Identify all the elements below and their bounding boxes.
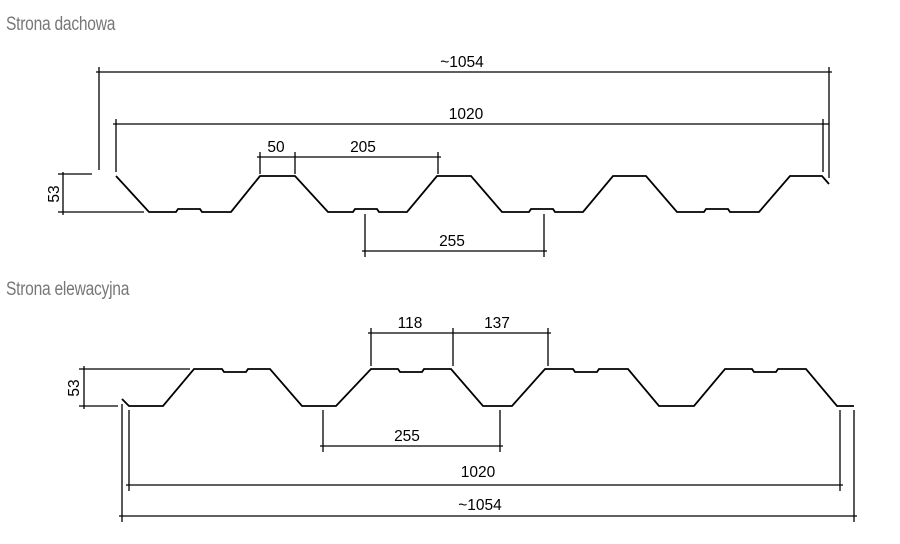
roof-crest-gap-label: 205 — [350, 139, 376, 156]
facade-rib-a-label: 118 — [398, 315, 423, 332]
roof-height-label: 53 — [46, 185, 63, 202]
facade-profile-section: 118 137 255 1020 ~1054 53 — [66, 315, 857, 522]
roof-sheet-profile — [115, 175, 830, 213]
facade-pitch-label: 255 — [394, 428, 420, 445]
roof-pitch-label: 255 — [439, 233, 465, 250]
roof-profile-section: ~1054 1020 50 205 255 53 — [46, 54, 832, 257]
facade-overall-dimension-label: ~1054 — [458, 497, 502, 514]
roof-crest-top-label: 50 — [267, 139, 285, 156]
facade-sheet-profile — [121, 368, 854, 407]
facade-side-title: Strona elewacyjna — [6, 279, 130, 300]
facade-height-label: 53 — [66, 379, 83, 396]
roof-side-title: Strona dachowa — [6, 14, 116, 35]
roof-overall-dimension-label: ~1054 — [440, 54, 484, 71]
facade-rib-b-label: 137 — [484, 315, 510, 332]
roof-cover-dimension-label: 1020 — [449, 106, 484, 123]
facade-cover-dimension-label: 1020 — [461, 464, 496, 481]
